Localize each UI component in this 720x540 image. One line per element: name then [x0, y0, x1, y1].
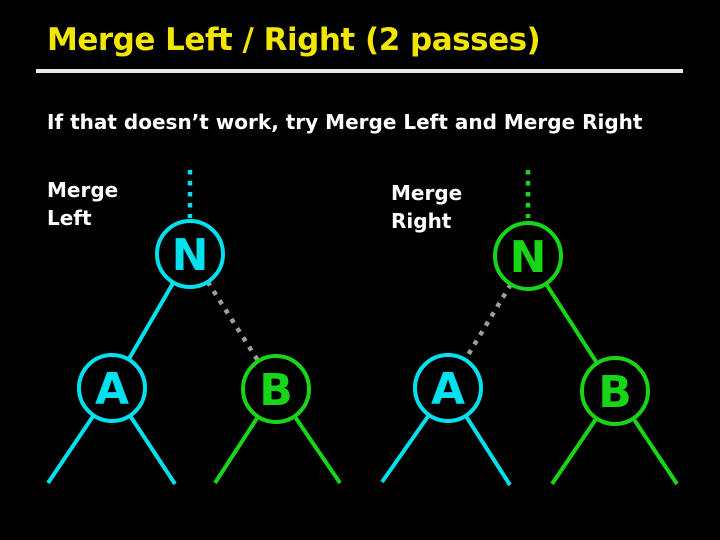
slide-subtitle: If that doesn’t work, try Merge Left and…	[47, 110, 643, 134]
merge-left-label: Merge Left	[47, 178, 119, 230]
left-tree-edge-root-to-a	[126, 281, 176, 361]
left-tree-a-node-circle	[77, 353, 147, 423]
left-tree-a-node-label: A	[95, 364, 129, 415]
left-tree-root-node-circle	[155, 219, 225, 289]
right-tree-root-node-label: N	[510, 232, 547, 283]
merge-right-label: Merge Right	[391, 181, 463, 233]
title-divider	[36, 69, 683, 73]
right-tree-edge-root-to-b	[544, 282, 599, 365]
right-tree-a-right-leg	[464, 414, 512, 487]
right-tree-root-node-circle	[493, 221, 563, 291]
right-tree-b-node-circle	[580, 356, 650, 426]
right-tree-b-left-leg	[550, 417, 599, 486]
merge-left-tree: N A B	[46, 170, 342, 486]
right-tree-b-node-label: B	[598, 367, 632, 418]
right-tree-dotted-edge-root-to-a	[463, 283, 513, 361]
left-tree-b-node-circle	[241, 354, 311, 424]
left-tree-b-left-leg	[213, 415, 260, 485]
left-tree-dotted-edge-root-to-b	[205, 280, 261, 363]
left-tree-root-node-label: N	[172, 230, 209, 281]
slide-title: Merge Left / Right (2 passes)	[47, 22, 541, 58]
right-tree-a-node-label: A	[431, 364, 465, 415]
left-tree-a-left-leg	[46, 414, 96, 485]
right-tree-a-node-circle	[413, 353, 483, 423]
right-tree-b-right-leg	[631, 417, 679, 486]
left-tree-a-right-leg	[128, 414, 177, 486]
right-tree-a-left-leg	[380, 413, 431, 484]
left-tree-b-node-label: B	[259, 365, 293, 416]
left-tree-b-right-leg	[292, 415, 342, 485]
merge-right-tree: N A B	[380, 170, 679, 487]
